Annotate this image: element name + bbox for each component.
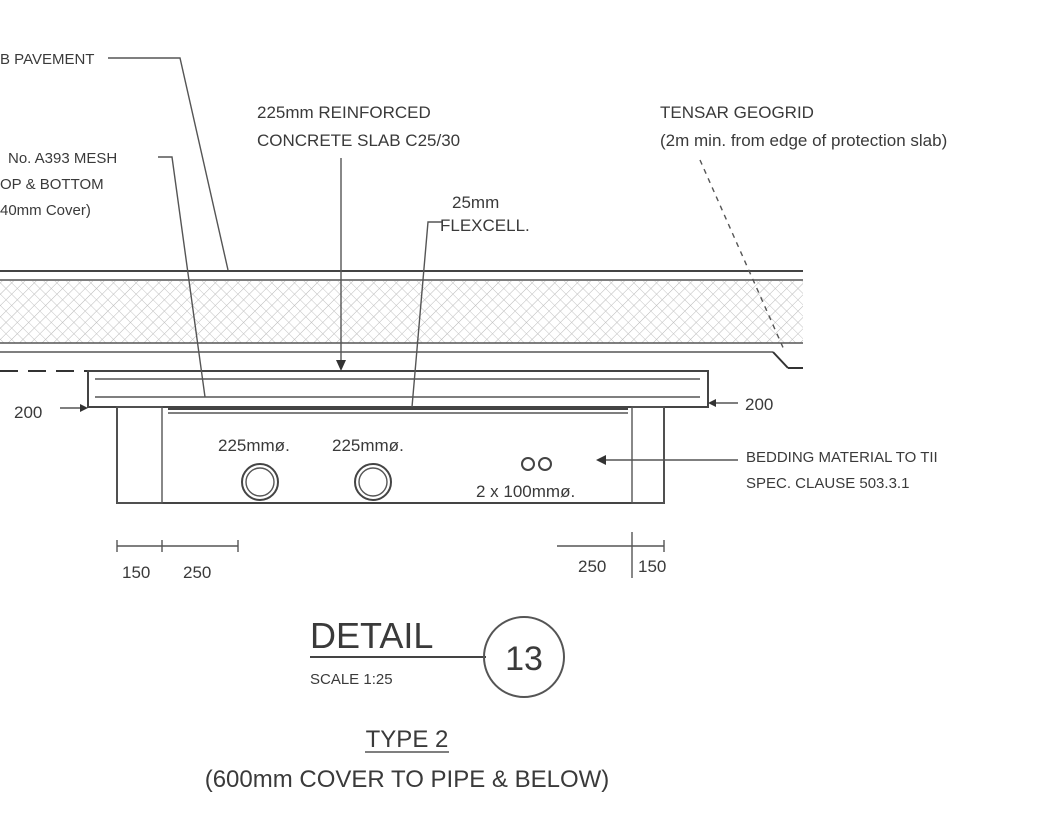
- pipe-225-right: [354, 463, 392, 501]
- geogrid-label-line1: TENSAR GEOGRID: [660, 103, 814, 122]
- mesh-label-line3: 40mm Cover): [0, 202, 91, 219]
- flexcell-label-line1: 25mm: [452, 193, 499, 212]
- bedding-label-line2: SPEC. CLAUSE 503.3.1: [746, 475, 909, 492]
- dim-right-b: 150: [638, 557, 666, 576]
- small-pipes-label: 2 x 100mmø.: [476, 482, 575, 501]
- pipe-trench: [116, 406, 665, 504]
- mesh-label-line2: OP & BOTTOM: [0, 176, 104, 193]
- bedding-label-line1: BEDDING MATERIAL TO TII: [746, 449, 938, 466]
- slab-label-line2: CONCRETE SLAB C25/30: [257, 131, 460, 150]
- slab-label-line1: 225mm REINFORCED: [257, 103, 431, 122]
- dimension-lines: [60, 399, 738, 578]
- geogrid-line: [0, 351, 803, 372]
- geogrid-label-line2: (2m min. from edge of protection slab): [660, 131, 947, 150]
- dim-right-overhang: 200: [745, 395, 773, 414]
- leader-lines: [108, 57, 786, 465]
- detail-type: TYPE 2: [366, 726, 449, 753]
- dim-left-overhang: 200: [14, 403, 42, 422]
- detail-title-block: DETAIL SCALE 1:25 13 TYPE 2 (600mm COVER…: [205, 615, 610, 793]
- dim-left-b: 250: [183, 563, 211, 582]
- pipe-100-b: [538, 457, 552, 471]
- flexcell-label-line2: FLEXCELL.: [440, 216, 530, 235]
- pavement-layer: [0, 270, 803, 353]
- mesh-label-line1: No. A393 MESH: [8, 150, 117, 167]
- detail-description: (600mm COVER TO PIPE & BELOW): [205, 766, 610, 793]
- detail-title: DETAIL: [310, 615, 433, 656]
- pavement-label: B PAVEMENT: [0, 51, 94, 68]
- pipe2-label: 225mmø.: [332, 436, 404, 455]
- pipe-225-left: [241, 463, 279, 501]
- pipe-100-a: [521, 457, 535, 471]
- dim-left-a: 150: [122, 563, 150, 582]
- detail-number-circle: [483, 616, 565, 698]
- protection-slab: [87, 370, 709, 408]
- detail-number: 13: [505, 640, 543, 678]
- pipe1-label: 225mmø.: [218, 436, 290, 455]
- pipes: [241, 457, 552, 501]
- detail-scale: SCALE 1:25: [310, 671, 393, 688]
- dim-right-a: 250: [578, 557, 606, 576]
